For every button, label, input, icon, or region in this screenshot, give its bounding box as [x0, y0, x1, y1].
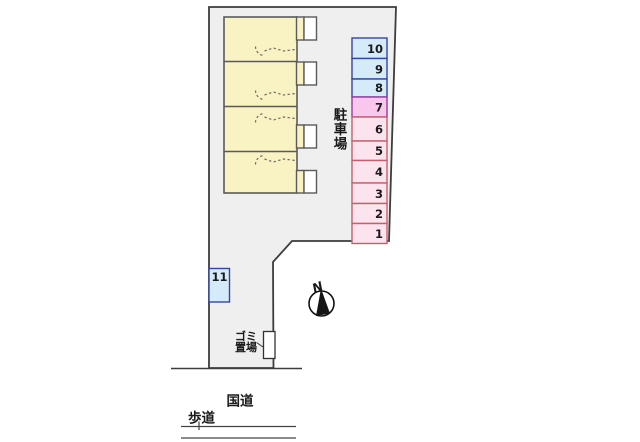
trash-leader-line: [256, 342, 264, 348]
porch: [303, 169, 318, 194]
door-swing-icon: [254, 154, 296, 165]
parking-space-number: 8: [375, 81, 383, 95]
door-swing-icon: [254, 90, 296, 101]
parking-space-number: 1: [375, 227, 383, 241]
trash-area: ゴミ 置場: [235, 329, 276, 360]
parking-space-rect: [351, 116, 388, 142]
entrance-step: [295, 16, 305, 41]
trash-label-line2: 置場: [235, 340, 257, 354]
road-area: 国道 歩道: [171, 367, 302, 439]
trash-enclosure: [262, 330, 276, 360]
parking-space-2: 2: [351, 202, 388, 225]
door-swing-icon: [254, 46, 296, 57]
entrance-step: [295, 169, 305, 194]
porch: [303, 61, 318, 86]
parking-label-char: 場: [334, 136, 348, 153]
parking-space-rect: [208, 267, 231, 303]
parking-space-number: 4: [375, 165, 383, 179]
parking-space-number: 10: [367, 42, 383, 56]
parking-space-5: 5: [351, 140, 388, 162]
national-road-label: 国道: [227, 393, 254, 410]
north-arrow-icon: N: [308, 278, 335, 317]
parking-space-6: 6: [351, 116, 388, 142]
parking-space-number: 2: [375, 207, 383, 221]
parking-space-number: 9: [375, 62, 383, 76]
parking-space-7: 7: [351, 96, 388, 118]
parking-space-3: 3: [351, 182, 388, 205]
parking-space-number: 6: [375, 123, 383, 137]
parking-space-11: 11: [208, 267, 231, 303]
entrance-step: [295, 61, 305, 86]
parking-space-4: 4: [351, 159, 388, 184]
trash-label-line1: ゴミ: [235, 329, 257, 343]
parking-label-char: 車: [334, 121, 348, 138]
porch: [303, 16, 318, 41]
parking-space-1: 1: [351, 222, 388, 245]
parking-column: 10 9 8 7 6 5 4 3: [351, 37, 388, 245]
parking-area-label: 駐 車 場: [334, 107, 348, 153]
parking-space-rect: [351, 222, 388, 245]
porch: [303, 124, 318, 149]
parking-space-number: 3: [375, 187, 383, 201]
building-body: [223, 16, 298, 194]
compass-needle: [316, 288, 330, 316]
parking-space-9: 9: [351, 57, 388, 80]
parking-space-number: 7: [375, 101, 383, 115]
building: [223, 16, 318, 194]
parking-space-number: 5: [375, 144, 383, 158]
parking-space-10: 10: [351, 37, 388, 60]
sidewalk-label: 歩道: [188, 410, 215, 427]
entrance-step: [295, 124, 305, 149]
parking-space-8: 8: [351, 78, 388, 98]
parking-label-char: 駐: [334, 107, 348, 124]
door-swing-icon: [254, 112, 296, 123]
parking-space-number: 11: [212, 270, 228, 284]
